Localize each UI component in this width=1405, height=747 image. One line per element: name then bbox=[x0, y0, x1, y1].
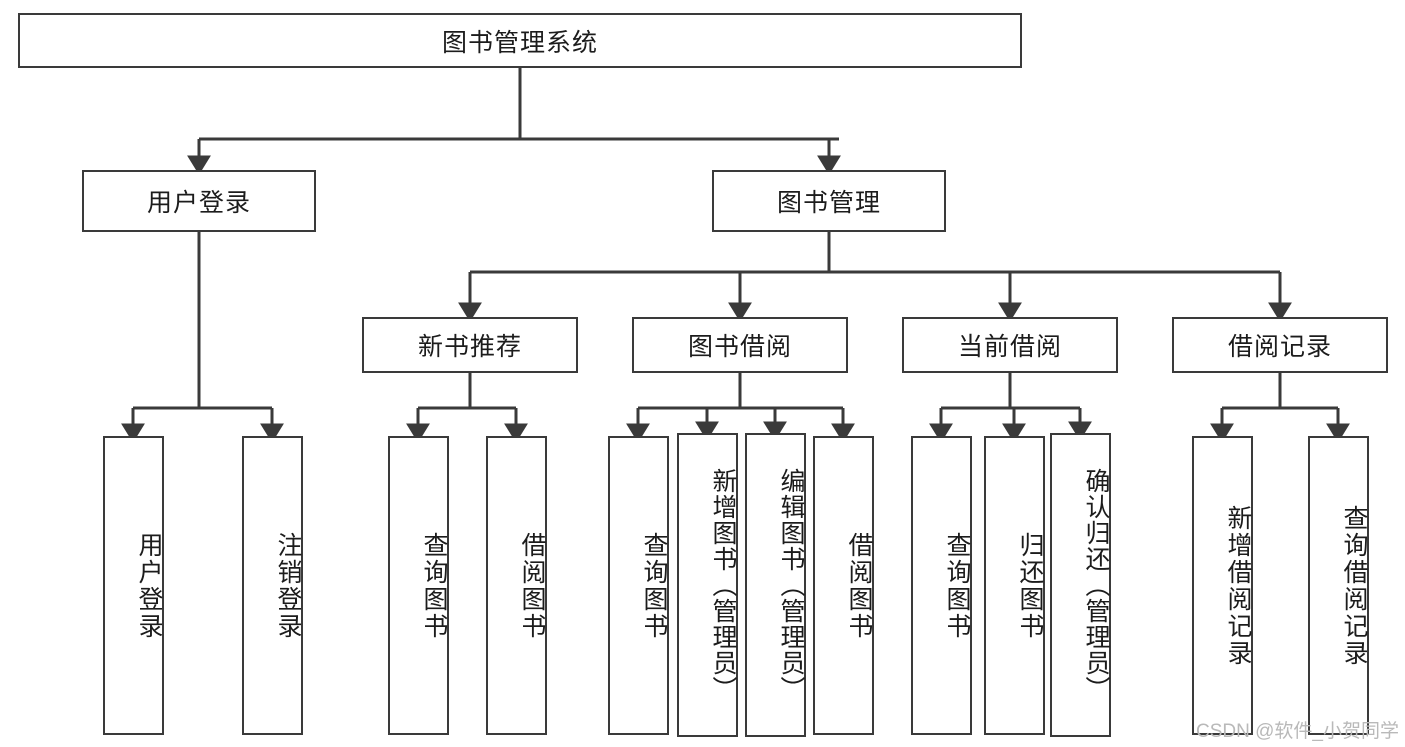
node-current-borrow[interactable]: 当前借阅 bbox=[902, 317, 1118, 373]
node-root[interactable]: 图书管理系统 bbox=[18, 13, 1022, 68]
leaf-borrow-lend-book[interactable]: 借阅图书 bbox=[813, 436, 874, 735]
leaf-current-confirm-return-admin[interactable]: 确认归还（管理员） bbox=[1050, 433, 1111, 737]
node-book-borrow[interactable]: 图书借阅 bbox=[632, 317, 848, 373]
node-new-book-recommend[interactable]: 新书推荐 bbox=[362, 317, 578, 373]
leaf-borrow-add-book-admin[interactable]: 新增图书（管理员） bbox=[677, 433, 738, 737]
leaf-user-logout[interactable]: 注销登录 bbox=[242, 436, 303, 735]
leaf-record-add-record[interactable]: 新增借阅记录 bbox=[1192, 436, 1253, 735]
leaf-user-login[interactable]: 用户登录 bbox=[103, 436, 164, 735]
leaf-record-query-record[interactable]: 查询借阅记录 bbox=[1308, 436, 1369, 735]
leaf-current-query-book[interactable]: 查询图书 bbox=[911, 436, 972, 735]
leaf-current-return-book[interactable]: 归还图书 bbox=[984, 436, 1045, 735]
leaf-newbook-query-book[interactable]: 查询图书 bbox=[388, 436, 449, 735]
leaf-borrow-query-book[interactable]: 查询图书 bbox=[608, 436, 669, 735]
node-user-login[interactable]: 用户登录 bbox=[82, 170, 316, 232]
leaf-newbook-borrow-book[interactable]: 借阅图书 bbox=[486, 436, 547, 735]
leaf-borrow-edit-book-admin[interactable]: 编辑图书（管理员） bbox=[745, 433, 806, 737]
node-borrow-record[interactable]: 借阅记录 bbox=[1172, 317, 1388, 373]
node-book-management[interactable]: 图书管理 bbox=[712, 170, 946, 232]
csdn-watermark: CSDN @软件_小贺同学 bbox=[1196, 721, 1399, 742]
